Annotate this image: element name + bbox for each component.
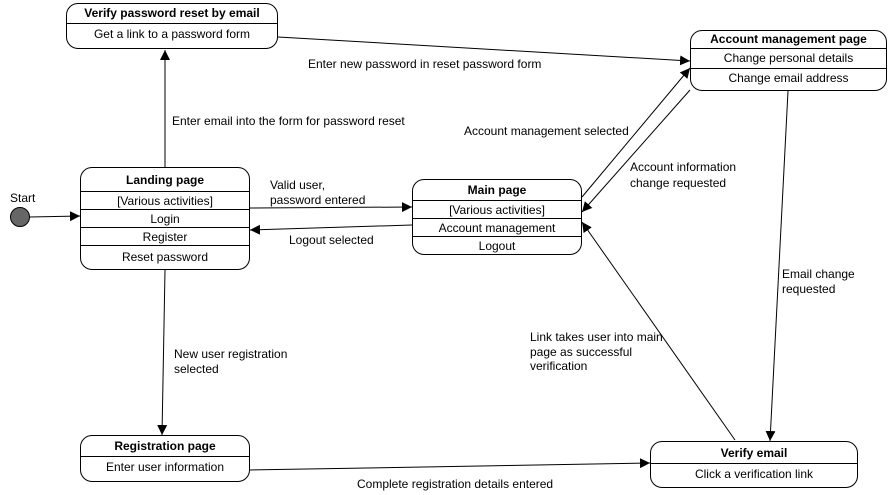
- state-activity: [Various activities]: [81, 191, 249, 209]
- arrow-landing-to-main: [249, 202, 413, 213]
- state-activity: Click a verification link: [651, 463, 857, 485]
- arrow-landing-to-registration: [157, 269, 168, 436]
- transition-label-link-takes-line1: Link takes user into main: [530, 330, 663, 344]
- arrow-account-to-main: [581, 89, 691, 213]
- transition-label-valid-user-line1: Valid user,: [270, 178, 326, 192]
- state-title: Verify email: [720, 446, 788, 460]
- state-activity: Logout: [413, 236, 581, 254]
- state-title: Main page: [467, 183, 527, 197]
- transition-label-email-change-line1: Email change: [782, 267, 855, 281]
- transition-label-enter-email-reset: Enter email into the form for password r…: [172, 114, 405, 128]
- transition-label-complete-registration: Complete registration details entered: [357, 477, 554, 491]
- transition-label-link-takes-line2: page as successful: [530, 345, 633, 359]
- state-title: Verify password reset by email: [84, 6, 260, 20]
- transition-label-account-info-change-line1: Account information: [630, 160, 737, 174]
- state-activity: Get a link to a password form: [67, 23, 277, 45]
- start-node: [10, 207, 30, 227]
- transition-label-enter-new-password: Enter new password in reset password for…: [308, 57, 542, 71]
- state-activity: Change personal details: [691, 48, 886, 68]
- arrow-start-to-landing: [29, 211, 81, 222]
- arrow-account-to-verify-email: [765, 90, 789, 442]
- transition-label-account-info-change-line2: change requested: [630, 176, 727, 190]
- state-title: Registration page: [114, 439, 216, 453]
- state-account-management-page: Account management page Change personal …: [690, 30, 887, 91]
- arrow-main-to-account: [581, 67, 691, 198]
- state-activity: Reset password: [81, 245, 249, 269]
- state-activity: [Various activities]: [413, 200, 581, 218]
- transition-label-email-change-line2: requested: [782, 282, 836, 296]
- transition-label-new-user-reg-line2: selected: [174, 362, 219, 376]
- transition-label-logout-selected: Logout selected: [289, 233, 374, 247]
- state-registration-page: Registration page Enter user information: [80, 435, 250, 482]
- state-title: Landing page: [126, 173, 204, 187]
- state-activity: Register: [81, 227, 249, 245]
- transition-label-account-selected: Account management selected: [464, 124, 629, 138]
- state-verify-email: Verify email Click a verification link: [650, 441, 858, 488]
- state-activity: Change email address: [691, 68, 886, 88]
- state-verify-password-reset: Verify password reset by email Get a lin…: [66, 3, 278, 49]
- state-activity: Account management: [413, 218, 581, 236]
- transition-label-link-takes-line3: verification: [530, 359, 588, 373]
- arrow-verify-email-to-main: [581, 221, 736, 441]
- transition-label-valid-user-line2: password entered: [270, 193, 366, 207]
- state-landing-page: Landing page [Various activities] Login …: [80, 167, 250, 270]
- arrow-verify-password-to-account: [277, 36, 691, 66]
- transition-label-new-user-reg-line1: New user registration: [174, 347, 288, 361]
- arrow-main-to-landing: [249, 224, 413, 235]
- state-activity: Enter user information: [81, 456, 249, 478]
- state-main-page: Main page [Various activities] Account m…: [412, 179, 582, 255]
- state-title: Account management page: [710, 32, 867, 46]
- state-activity: Login: [81, 209, 249, 227]
- start-label: Start: [10, 191, 36, 205]
- arrow-registration-to-verify-email: [249, 458, 651, 471]
